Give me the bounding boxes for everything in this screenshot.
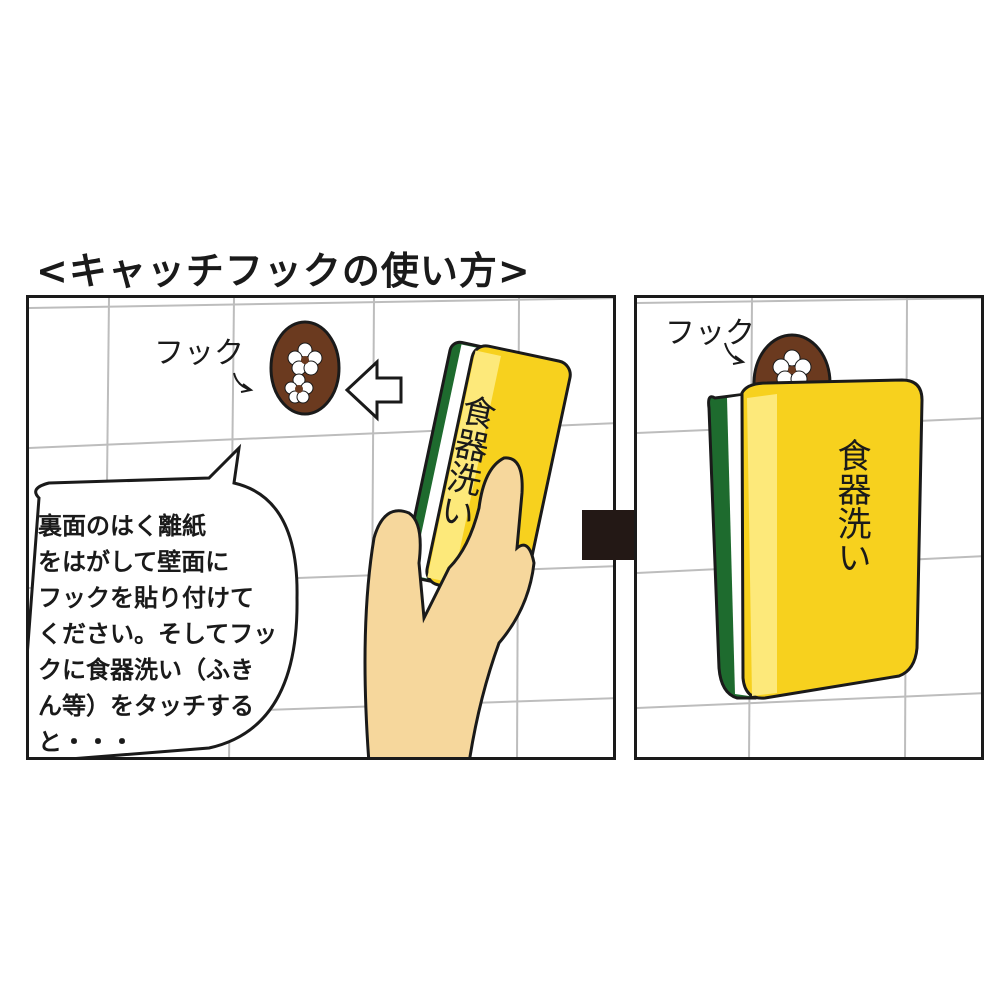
hook-pointer-icon [724, 342, 746, 365]
hook-label: フック [154, 336, 244, 371]
hook-pointer-icon [233, 372, 254, 393]
instruction-line: と・・・ [38, 728, 134, 756]
instruction-text: 裏面のはく離紙 をはがして壁面に フックを貼り付けて ください。そしてフッ クに… [38, 508, 298, 760]
hook-label: フック [665, 316, 755, 351]
instruction-line: クに食器洗い（ふき [38, 656, 254, 684]
page-title: <キャッチフックの使い方> [36, 249, 531, 293]
sponge-icon [707, 378, 924, 700]
instruction-line: 裏面のはく離紙 [38, 512, 206, 540]
instruction-line: ん等）をタッチする [38, 692, 254, 720]
speech-bubble [29, 443, 299, 757]
left-illustration-panel: フック 食器洗い [26, 295, 616, 760]
instruction-line: ください。そしてフッ [38, 620, 278, 648]
hook-icon [269, 320, 341, 416]
instruction-line: フックを貼り付けて [38, 584, 254, 612]
hand-icon [363, 456, 536, 757]
left-scene [29, 298, 613, 757]
sponge-label: 食器洗い [831, 438, 871, 574]
right-scene [637, 298, 981, 757]
right-illustration-panel: フック 食器洗い [634, 295, 984, 760]
left-arrow-icon [344, 358, 403, 422]
instruction-line: をはがして壁面に [38, 548, 230, 576]
